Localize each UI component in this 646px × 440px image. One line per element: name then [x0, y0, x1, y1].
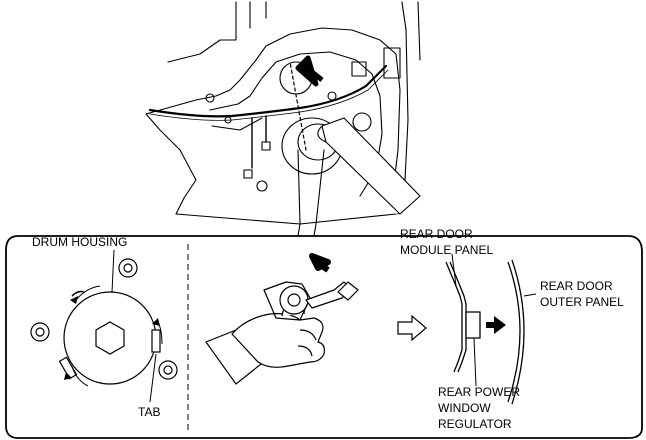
module-panel-profile-inner [449, 261, 467, 373]
outer-panel-label-2: OUTER PANEL [540, 295, 624, 309]
bolt-left [30, 322, 50, 342]
door-inner-panel [145, 27, 401, 225]
screwdriver-handle [337, 281, 359, 301]
drum-leader [111, 249, 115, 293]
module-panel-label-1: REAR DOOR [400, 227, 473, 241]
drum-housing [63, 291, 157, 385]
tool-shaft [321, 117, 421, 215]
tab-right [151, 329, 161, 353]
hollow-right-arrow-icon [397, 314, 427, 342]
leader-left [297, 149, 301, 237]
service-hole-lower [256, 180, 268, 192]
connector-mid [261, 141, 271, 151]
outer-panel-curve-inner [507, 261, 521, 403]
tab-lower-left [58, 356, 78, 380]
drum-hex-hole [95, 321, 125, 355]
tool-tip [317, 125, 327, 143]
rotate-direction-arrow-icon [309, 253, 331, 273]
service-hole-small [327, 91, 337, 101]
bolt-right [158, 360, 178, 380]
tab-label: TAB [138, 405, 160, 419]
door-inner-contour [209, 51, 383, 197]
drum-housing-label: DRUM HOUSING [32, 235, 127, 249]
bolt-top [118, 258, 138, 278]
module-panel-label-2: MODULE PANEL [400, 243, 493, 257]
wire-harness-inner [149, 69, 389, 121]
tab-upper-left [71, 290, 85, 297]
service-hole-left [205, 93, 215, 103]
module-panel-profile [445, 261, 463, 373]
finger-3 [297, 345, 313, 357]
module-leader [451, 253, 457, 287]
outer-panel-label-1: REAR DOOR [540, 279, 613, 293]
solid-right-arrow-icon [486, 316, 506, 334]
cross-section [445, 253, 537, 405]
hand-tool-panel [205, 281, 359, 385]
alignment-line [289, 61, 307, 151]
regulator-label-2: WINDOW [438, 401, 491, 415]
regulator-block [465, 311, 481, 339]
rotate-arc-upper [75, 285, 101, 301]
finger-2 [299, 329, 317, 341]
wire-branch [251, 115, 267, 169]
outer-panel-curve [511, 259, 525, 405]
tab-leader [149, 353, 157, 403]
rotate-arc-lower [71, 365, 89, 387]
wire-harness [148, 64, 388, 118]
door-frame [167, 1, 421, 215]
outer-leader [523, 293, 537, 297]
connector-left [243, 169, 253, 179]
leader-right [313, 149, 325, 237]
service-hole-right [352, 112, 372, 132]
up-left-arrow-icon [295, 55, 324, 87]
detail-frame [5, 235, 643, 439]
door-illustration [145, 1, 421, 237]
regulator-drum-hub [287, 293, 301, 307]
hand [231, 313, 325, 368]
regulator-label-1: REAR POWER [438, 385, 520, 399]
regulator-label-3: REGULATOR [438, 417, 512, 431]
door-latch [383, 47, 401, 79]
regulator-leader [473, 337, 477, 387]
connector-right [351, 61, 367, 77]
drum-housing-panel [30, 249, 178, 403]
